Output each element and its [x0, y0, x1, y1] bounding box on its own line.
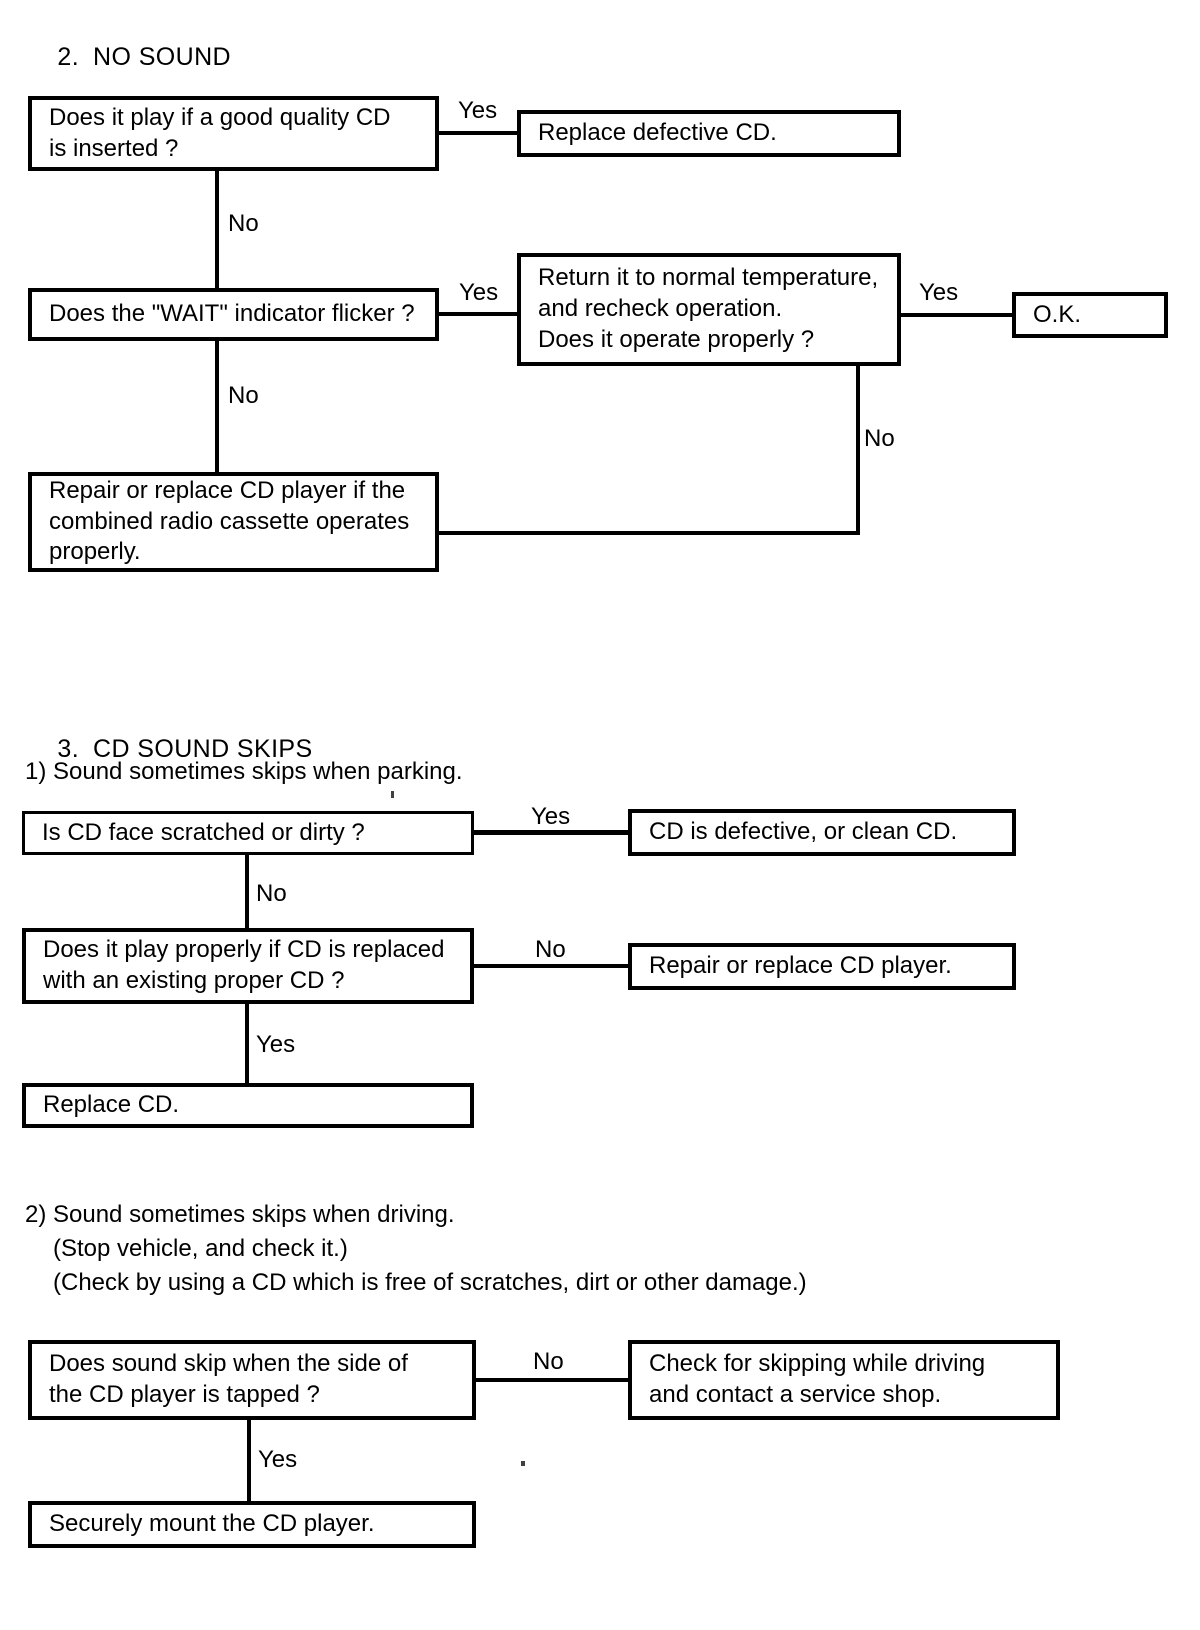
- edge-label-replaced-yes: Yes: [256, 1031, 296, 1058]
- scan-speck-2: [521, 1461, 525, 1466]
- scan-speck: [391, 791, 394, 798]
- box-question-play-replaced-cd: Does it play properly if CD is replaced …: [22, 928, 474, 1004]
- edge-label-temp-yes: Yes: [919, 279, 959, 306]
- edge-label-tap-no: No: [533, 1348, 564, 1375]
- connector-scratched-no: [245, 855, 249, 940]
- box-answer-replace-cd-text: Replace CD.: [43, 1091, 180, 1119]
- box-question-wait-indicator-text: Does the "WAIT" indicator flicker ?: [49, 300, 415, 328]
- box-answer-ok: O.K.: [1012, 292, 1168, 338]
- box-answer-cd-defective-text: CD is defective, or clean CD.: [649, 818, 958, 846]
- box-answer-repair-combined-radio-text: Repair or replace CD player if the combi…: [49, 476, 410, 566]
- subheading-skips-driving: 2) Sound sometimes skips when driving.: [25, 1201, 455, 1228]
- box-answer-repair-combined-radio: Repair or replace CD player if the combi…: [28, 472, 439, 572]
- box-answer-repair-replace-player: Repair or replace CD player.: [628, 943, 1016, 990]
- section-2-number: 2.: [57, 42, 80, 71]
- edge-label-wait-yes: Yes: [459, 279, 499, 306]
- section-3-title: CD SOUND SKIPS: [93, 734, 313, 763]
- box-answer-replace-cd: Replace CD.: [22, 1083, 474, 1128]
- box-answer-check-service-shop: Check for skipping while driving and con…: [628, 1340, 1060, 1420]
- connector-temp-no-horizontal: [439, 531, 860, 535]
- subheading-skips-driving-note-2: (Check by using a CD which is free of sc…: [53, 1269, 807, 1296]
- box-answer-ok-text: O.K.: [1033, 300, 1082, 328]
- box-question-return-normal-temperature-text: Return it to normal temperature, and rec…: [538, 264, 879, 353]
- subheading-skips-parking: 1) Sound sometimes skips when parking.: [25, 758, 463, 785]
- box-question-good-quality-cd: Does it play if a good quality CD is ins…: [28, 96, 439, 171]
- connector-good-cd-no: [215, 171, 219, 288]
- box-answer-repair-replace-player-text: Repair or replace CD player.: [649, 952, 952, 980]
- box-question-cd-scratched: Is CD face scratched or dirty ?: [22, 811, 474, 855]
- connector-replaced-yes: [245, 1004, 249, 1085]
- section-3-number: 3.: [57, 734, 80, 763]
- edge-label-good-cd-yes: Yes: [458, 97, 498, 124]
- connector-tap-no: [476, 1378, 628, 1382]
- edge-label-wait-no: No: [228, 382, 259, 409]
- section-3-heading: 3. CD SOUND SKIPS: [28, 708, 313, 791]
- subheading-skips-driving-note-1: (Stop vehicle, and check it.): [53, 1235, 348, 1262]
- box-question-good-quality-cd-text: Does it play if a good quality CD is ins…: [49, 103, 391, 162]
- box-question-tap-side: Does sound skip when the side of the CD …: [28, 1340, 476, 1420]
- box-answer-check-service-shop-text: Check for skipping while driving and con…: [649, 1350, 986, 1408]
- connector-replaced-no: [474, 964, 628, 968]
- box-question-play-replaced-cd-text: Does it play properly if CD is replaced …: [43, 936, 445, 994]
- connector-temp-no-vertical: [856, 366, 860, 535]
- connector-wait-no: [215, 341, 219, 472]
- section-2-heading: 2. NO SOUND: [28, 16, 231, 99]
- section-2-title: NO SOUND: [93, 42, 231, 71]
- edge-label-tap-yes: Yes: [258, 1446, 298, 1473]
- box-answer-securely-mount-text: Securely mount the CD player.: [49, 1510, 375, 1538]
- edge-label-good-cd-no: No: [228, 210, 259, 237]
- box-question-cd-scratched-text: Is CD face scratched or dirty ?: [42, 818, 365, 846]
- connector-temp-yes: [901, 313, 1012, 317]
- box-question-return-normal-temperature: Return it to normal temperature, and rec…: [517, 253, 901, 366]
- edge-label-scratched-no: No: [256, 880, 287, 907]
- box-answer-securely-mount: Securely mount the CD player.: [28, 1501, 476, 1548]
- box-answer-cd-defective: CD is defective, or clean CD.: [628, 809, 1016, 856]
- edge-label-replaced-no: No: [535, 936, 566, 963]
- connector-scratched-yes: [474, 830, 628, 835]
- box-question-tap-side-text: Does sound skip when the side of the CD …: [49, 1350, 408, 1408]
- edge-label-temp-no: No: [864, 425, 895, 452]
- box-answer-replace-defective-cd: Replace defective CD.: [517, 110, 901, 157]
- box-answer-replace-defective-cd-text: Replace defective CD.: [538, 119, 777, 147]
- edge-label-scratched-yes: Yes: [531, 803, 571, 830]
- box-question-wait-indicator: Does the "WAIT" indicator flicker ?: [28, 288, 439, 341]
- connector-tap-yes: [247, 1420, 251, 1503]
- connector-wait-yes: [439, 312, 517, 316]
- connector-good-cd-yes: [439, 131, 517, 135]
